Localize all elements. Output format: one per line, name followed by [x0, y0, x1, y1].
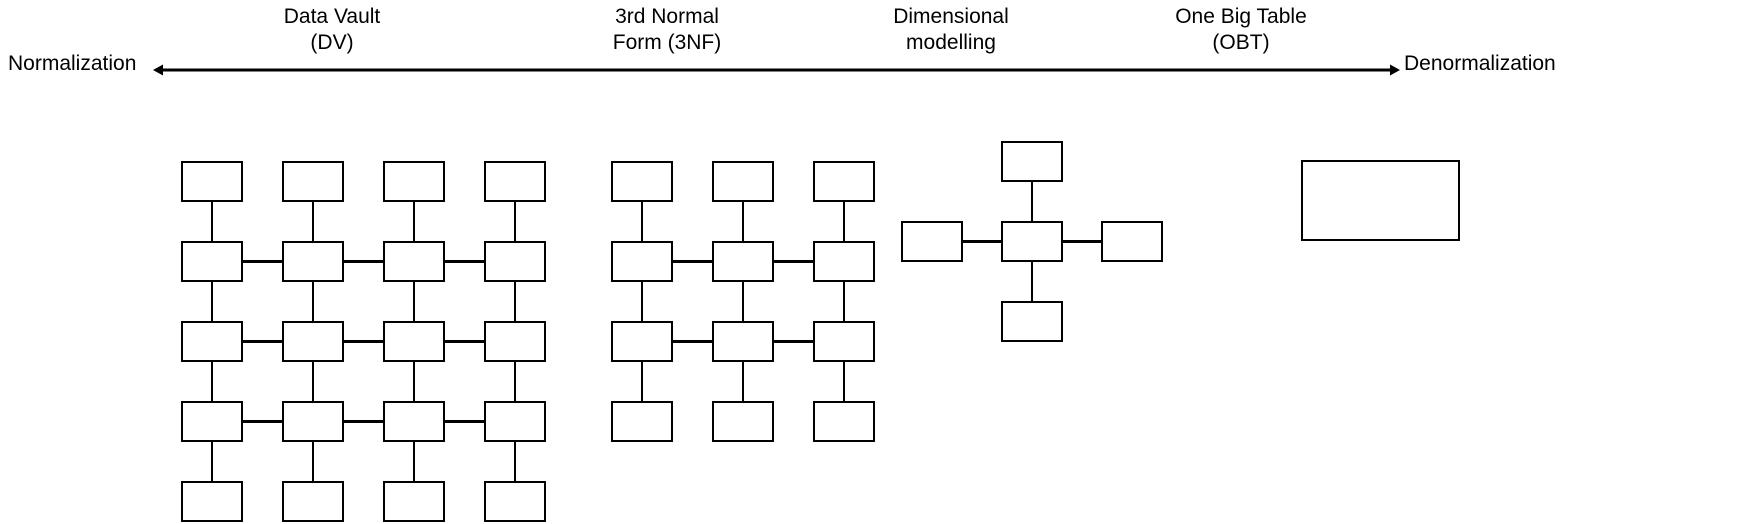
- schema-node-one-big-table: [1301, 160, 1460, 241]
- stage-label-line-2: (DV): [310, 31, 354, 54]
- schema-connector-vertical: [513, 362, 517, 401]
- schema-node-third-normal-form: [813, 241, 875, 282]
- schema-connector-horizontal: [243, 340, 282, 343]
- schema-node-third-normal-form: [712, 161, 774, 202]
- schema-node-data-vault: [484, 161, 546, 202]
- schema-connector-vertical: [741, 282, 745, 321]
- schema-node-data-vault: [181, 481, 243, 522]
- schema-connector-vertical: [640, 362, 644, 401]
- schema-connector-vertical: [513, 202, 517, 241]
- stage-label-line-2: modelling: [906, 31, 996, 54]
- schema-connector-vertical: [412, 202, 416, 241]
- schema-node-data-vault: [282, 481, 344, 522]
- schema-node-dimensional-modelling-right: [1101, 221, 1163, 262]
- schema-node-data-vault: [181, 321, 243, 362]
- schema-node-data-vault: [282, 161, 344, 202]
- axis-label-denormalization: Denormalization: [1404, 52, 1556, 75]
- schema-node-third-normal-form: [611, 401, 673, 442]
- schema-node-third-normal-form: [611, 241, 673, 282]
- schema-connector-horizontal: [445, 420, 484, 423]
- schema-connector-vertical: [741, 202, 745, 241]
- schema-node-third-normal-form: [813, 161, 875, 202]
- stage-label-data-vault: Data Vault (DV): [182, 4, 482, 56]
- schema-connector-vertical: [412, 282, 416, 321]
- schema-connector-horizontal: [344, 260, 383, 263]
- schema-connector-vertical: [311, 282, 315, 321]
- schema-connector-vertical: [842, 282, 846, 321]
- schema-node-dimensional-modelling-left: [901, 221, 963, 262]
- schema-node-third-normal-form: [611, 161, 673, 202]
- schema-connector-vertical: [311, 202, 315, 241]
- schema-node-third-normal-form: [712, 241, 774, 282]
- schema-connector-vertical: [412, 362, 416, 401]
- schema-node-dimensional-modelling-center: [1001, 221, 1063, 262]
- stage-label-dimensional-modelling: Dimensional modelling: [801, 4, 1101, 56]
- stage-label-line-1: Data Vault: [283, 5, 381, 28]
- schema-node-third-normal-form: [611, 321, 673, 362]
- schema-node-dimensional-modelling-top: [1001, 141, 1063, 182]
- schema-node-data-vault: [181, 401, 243, 442]
- schema-connector-vertical: [513, 282, 517, 321]
- schema-node-data-vault: [484, 321, 546, 362]
- schema-node-data-vault: [383, 161, 445, 202]
- schema-connector-horizontal: [1063, 240, 1101, 243]
- schema-connector-vertical: [640, 202, 644, 241]
- schema-node-data-vault: [282, 321, 344, 362]
- schema-node-data-vault: [484, 241, 546, 282]
- schema-node-data-vault: [383, 241, 445, 282]
- schema-node-third-normal-form: [712, 321, 774, 362]
- schema-connector-horizontal: [774, 260, 813, 263]
- schema-node-data-vault: [383, 401, 445, 442]
- schema-node-data-vault: [282, 241, 344, 282]
- stage-label-line-2: Form (3NF): [612, 31, 722, 54]
- schema-node-third-normal-form: [813, 321, 875, 362]
- schema-connector-vertical: [311, 442, 315, 481]
- schema-connector-horizontal: [963, 240, 1001, 243]
- schema-connector-vertical: [640, 282, 644, 321]
- schema-connector-horizontal: [344, 420, 383, 423]
- schema-connector-horizontal: [445, 340, 484, 343]
- schema-connector-vertical: [210, 282, 214, 321]
- schema-connector-vertical: [210, 202, 214, 241]
- schema-connector-vertical: [210, 442, 214, 481]
- schema-node-data-vault: [181, 241, 243, 282]
- schema-connector-horizontal: [243, 260, 282, 263]
- schema-connector-vertical: [513, 442, 517, 481]
- stage-label-line-1: One Big Table: [1175, 5, 1307, 28]
- schema-connector-vertical: [1030, 182, 1034, 221]
- schema-connector-horizontal: [344, 340, 383, 343]
- schema-connector-vertical: [1030, 262, 1034, 301]
- schema-node-data-vault: [383, 321, 445, 362]
- schema-node-third-normal-form: [813, 401, 875, 442]
- schema-node-data-vault: [484, 401, 546, 442]
- schema-connector-vertical: [842, 202, 846, 241]
- schema-connector-vertical: [741, 362, 745, 401]
- schema-connector-horizontal: [673, 340, 712, 343]
- axis-label-normalization: Normalization: [8, 52, 137, 75]
- schema-connector-horizontal: [673, 260, 712, 263]
- schema-node-data-vault: [282, 401, 344, 442]
- schema-connector-vertical: [842, 362, 846, 401]
- schema-connector-horizontal: [243, 420, 282, 423]
- schema-node-dimensional-modelling-bottom: [1001, 301, 1063, 342]
- schema-node-data-vault: [383, 481, 445, 522]
- schema-connector-horizontal: [445, 260, 484, 263]
- schema-node-data-vault: [484, 481, 546, 522]
- stage-label-line-1: 3rd Normal: [615, 5, 719, 28]
- stage-label-line-1: Dimensional: [893, 5, 1009, 28]
- schema-connector-vertical: [412, 442, 416, 481]
- stage-label-one-big-table: One Big Table (OBT): [1091, 4, 1391, 56]
- schema-connector-vertical: [210, 362, 214, 401]
- stage-label-line-2: (OBT): [1212, 31, 1270, 54]
- schema-node-data-vault: [181, 161, 243, 202]
- schema-connector-vertical: [311, 362, 315, 401]
- schema-connector-horizontal: [774, 340, 813, 343]
- schema-node-third-normal-form: [712, 401, 774, 442]
